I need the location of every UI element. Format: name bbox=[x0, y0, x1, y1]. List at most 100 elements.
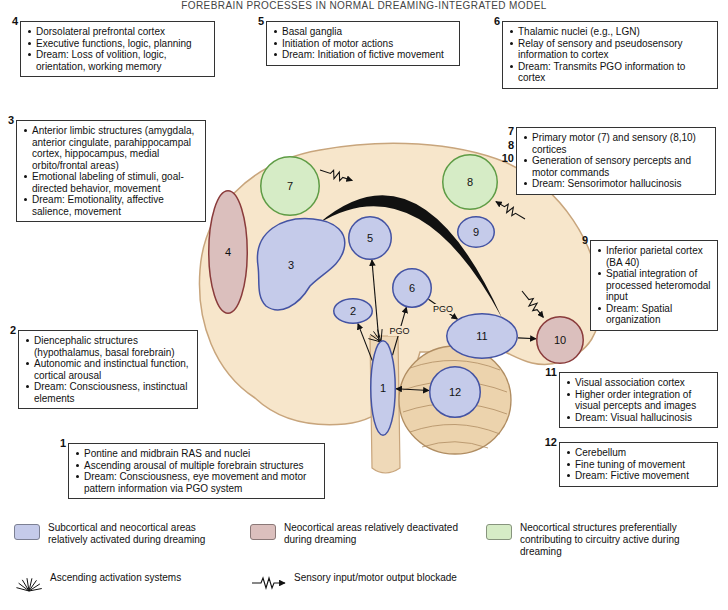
callout-text: Executive functions, logic, planning bbox=[27, 38, 208, 50]
callout-box: 7810Primary motor (7) and sensory (8,10)… bbox=[516, 127, 716, 195]
callout-box: 12CerebellumFine tuning of movementDream… bbox=[559, 442, 718, 487]
legend-symbol bbox=[250, 572, 290, 594]
callout-text: Dream: Loss of volition, logic, orientat… bbox=[27, 49, 208, 72]
region-number: 2 bbox=[350, 305, 356, 317]
pathway-arrow bbox=[428, 299, 457, 319]
region-number: 12 bbox=[449, 386, 461, 398]
brain-region: 12 bbox=[429, 366, 481, 418]
cerebellum-folia bbox=[403, 360, 507, 448]
callout-text: Primary motor (7) and sensory (8,10) cor… bbox=[523, 132, 709, 155]
callout-box: 4Dorsolateral prefrontal cortexExecutive… bbox=[20, 21, 215, 77]
region-shape bbox=[537, 317, 584, 364]
callout-text: Ascending arousal of multiple forebrain … bbox=[75, 460, 318, 472]
callout-text: Pontine and midbrain RAS and nuclei bbox=[75, 448, 318, 460]
brain-region: 8 bbox=[442, 154, 498, 210]
legend-item: Neocortical structures preferentially co… bbox=[486, 522, 718, 558]
activation-ray bbox=[381, 329, 382, 342]
callout-number: 9 bbox=[582, 234, 588, 246]
legend-swatch bbox=[486, 524, 512, 540]
region-number: 10 bbox=[554, 334, 566, 346]
brain-region: 2 bbox=[333, 298, 373, 324]
callout-box: 9Inferior parietal cortex (BA 40)Spatial… bbox=[590, 240, 718, 331]
callout-text: Cerebellum bbox=[566, 447, 711, 459]
blockade-symbol bbox=[319, 166, 354, 184]
legend-text: Ascending activation systems bbox=[50, 572, 229, 584]
brain-region: 10 bbox=[536, 316, 584, 364]
region-shape bbox=[257, 219, 344, 310]
brain-region: 1 bbox=[370, 340, 396, 436]
callout-number: 1 bbox=[60, 437, 66, 449]
blockade-arrow bbox=[519, 288, 547, 319]
blockade-symbol bbox=[494, 198, 527, 222]
region-shape bbox=[458, 217, 495, 248]
callout-text: Higher order integration of visual perce… bbox=[566, 389, 711, 412]
callout-text: Initiation of motor actions bbox=[273, 38, 453, 50]
region-shape bbox=[209, 191, 248, 314]
cerebellum bbox=[399, 346, 511, 454]
callout-text: Dream: Emotionality, affective salience,… bbox=[23, 194, 199, 217]
callout-number: 7 bbox=[508, 125, 514, 137]
brain-region: 6 bbox=[392, 268, 432, 308]
activation-symbol bbox=[368, 329, 382, 342]
brain-region: 5 bbox=[348, 216, 392, 260]
callout-text: Dorsolateral prefrontal cortex bbox=[27, 26, 208, 38]
cerebellum-fold bbox=[410, 424, 500, 434]
brain-region: 11 bbox=[446, 313, 518, 359]
brainstem bbox=[370, 336, 400, 473]
legend-text: Neocortical areas relatively deactivated… bbox=[284, 522, 465, 546]
legend-text: Subcortical and neocortical areas relati… bbox=[48, 522, 229, 546]
legend-text: Neocortical structures preferentially co… bbox=[520, 522, 718, 558]
brain-region: 3 bbox=[248, 211, 352, 318]
callout-box: 2Diencephalic structures (hypothalamus, … bbox=[18, 330, 198, 409]
callout-text: Visual association cortex bbox=[566, 377, 711, 389]
blockade-arrow bbox=[494, 198, 527, 222]
region-shape bbox=[430, 367, 481, 418]
edge-label: PGO bbox=[388, 326, 410, 336]
region-number: 7 bbox=[287, 180, 293, 192]
callout-text: Dream: Fictive movement bbox=[566, 470, 711, 482]
callout-box: 6Thalamic nuclei (e.g., LGN)Relay of sen… bbox=[502, 21, 718, 89]
callout-box: 11Visual association cortexHigher order … bbox=[559, 372, 718, 428]
brain-region: 4 bbox=[208, 190, 248, 314]
callout-text: Dream: Visual hallucinosis bbox=[566, 412, 711, 424]
diagram-title: FOREBRAIN PROCESSES IN NORMAL DREAMING-I… bbox=[0, 0, 728, 11]
region-outline bbox=[248, 211, 352, 318]
activation-ray bbox=[27, 578, 29, 591]
callout-number: 5 bbox=[258, 15, 264, 27]
cerebellum-fold bbox=[422, 442, 488, 448]
callout-text: Dream: Spatial organization bbox=[597, 303, 711, 326]
callout-text: Dream: Transmits PGO information to cort… bbox=[509, 61, 711, 84]
callout-number: 6 bbox=[494, 15, 500, 27]
pathway-arrow bbox=[396, 389, 429, 391]
legend-symbol bbox=[14, 572, 54, 594]
callout-text: Thalamic nuclei (e.g., LGN) bbox=[509, 26, 711, 38]
callout-text: Dream: Initiation of fictive movement bbox=[273, 49, 453, 61]
legend-item: Subcortical and neocortical areas relati… bbox=[14, 522, 229, 546]
region-number: 4 bbox=[225, 246, 231, 258]
legend-item: Sensory input/motor output blockade bbox=[250, 572, 500, 584]
region-number: 6 bbox=[409, 282, 415, 294]
brain-region: 9 bbox=[457, 216, 495, 248]
region-shape bbox=[393, 269, 432, 308]
callout-text: Relay of sensory and pseudosensory infor… bbox=[509, 38, 711, 61]
region-shape bbox=[349, 217, 392, 260]
callout-text: Diencephalic structures (hypothalamus, b… bbox=[25, 335, 191, 358]
legend-swatch bbox=[250, 524, 276, 540]
region-shape bbox=[443, 155, 498, 210]
region-number: 8 bbox=[467, 176, 473, 188]
region-number: 1 bbox=[380, 382, 386, 394]
blockade-arrow bbox=[319, 166, 354, 184]
callout-text: Inferior parietal cortex (BA 40) bbox=[597, 245, 711, 268]
legend-swatch bbox=[14, 524, 40, 540]
callout-text: Anterior limbic structures (amygdala, an… bbox=[23, 125, 199, 171]
callout-number: 3 bbox=[8, 114, 14, 126]
region-number: 3 bbox=[288, 259, 294, 271]
callout-number: 11 bbox=[545, 366, 557, 378]
callout-text: Emotional labeling of stimuli, goal-dire… bbox=[23, 171, 199, 194]
region-shape bbox=[371, 341, 396, 436]
legend-item: Neocortical areas relatively deactivated… bbox=[250, 522, 465, 546]
callout-box: 3Anterior limbic structures (amygdala, a… bbox=[16, 120, 206, 222]
pathway-arrow bbox=[358, 324, 372, 361]
callout-text: Dream: Consciousness, instinctual elemen… bbox=[25, 381, 191, 404]
region-number: 11 bbox=[476, 330, 487, 342]
